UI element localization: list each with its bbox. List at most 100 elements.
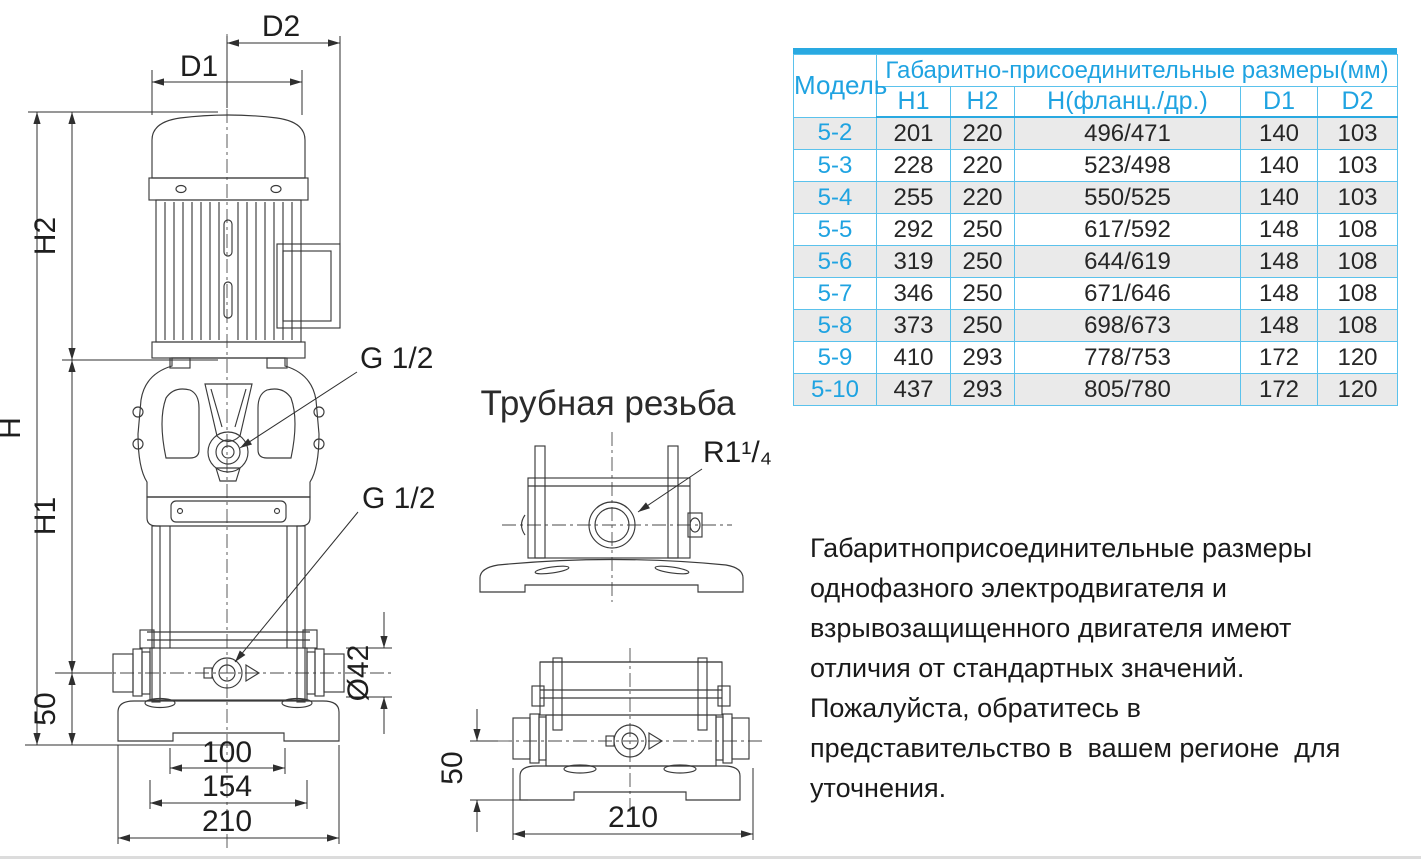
table-row: 5-2 201 220 496/471 140 103 — [793, 116, 1398, 150]
motor-fin-body — [155, 199, 302, 343]
pipe-thread-title: Трубная резьба — [480, 384, 736, 423]
cell-d1: 148 — [1240, 245, 1318, 278]
terminal-box — [276, 243, 341, 329]
pump-front-view-drawing: D2 D1 H H2 H1 50 G 1/2 G 1/2 Ø42 100 154… — [0, 10, 435, 852]
cell-h2: 250 — [950, 309, 1015, 342]
cell-h1: 437 — [876, 373, 951, 406]
cell-h: 523/498 — [1014, 149, 1241, 182]
base-plate — [117, 700, 340, 742]
cell-d1: 172 — [1240, 341, 1318, 374]
table-row: 5-5 292 250 617/592 148 108 — [793, 213, 1398, 246]
column-header-h-flange: Н(фланц./др.) — [1014, 86, 1241, 118]
cell-h2: 293 — [950, 341, 1015, 374]
cell-h1: 410 — [876, 341, 951, 374]
drain-leader-line — [234, 511, 359, 663]
table-row: Модель Габаритно-присоединительные разме… — [793, 54, 1398, 118]
cell-h2: 220 — [950, 116, 1015, 150]
cell-d2: 103 — [1317, 181, 1398, 214]
vent-plug — [207, 431, 249, 473]
dim-label-d1: D1 — [180, 50, 218, 83]
cell-h2: 250 — [950, 277, 1015, 310]
suction-port — [512, 717, 531, 760]
tie-rod — [552, 657, 563, 731]
cell-model: 5-9 — [793, 341, 877, 374]
table-top-accent-bar — [793, 48, 1397, 54]
table-row: 5-10 437 293 805/780 172 120 — [793, 373, 1398, 406]
cell-model: 5-7 — [793, 277, 877, 310]
tie-rod — [697, 657, 708, 731]
vent-leader-line — [239, 371, 358, 449]
dim-label-100: 100 — [202, 736, 252, 769]
cell-h1: 373 — [876, 309, 951, 342]
tie-rod — [667, 445, 679, 559]
dim-label-g12-drain: G 1/2 — [362, 482, 435, 515]
dim-label-dia42: Ø42 — [342, 645, 375, 702]
cell-h1: 319 — [876, 245, 951, 278]
dimensions-table: Модель Габаритно-присоединительные разме… — [793, 48, 1398, 406]
cell-d2: 103 — [1317, 116, 1398, 150]
cell-h1: 346 — [876, 277, 951, 310]
column-header-model: Модель — [793, 54, 887, 118]
cell-h1: 228 — [876, 149, 951, 182]
threaded-port — [588, 501, 636, 549]
dim-label-h1: H1 — [29, 497, 62, 535]
note-line: представительство в вашем регионе для — [810, 733, 1341, 763]
table-row: 5-6 319 250 644/619 148 108 — [793, 245, 1398, 278]
flow-arrow — [648, 731, 664, 751]
base-view-threaded-port — [479, 432, 744, 602]
cell-h: 644/619 — [1014, 245, 1241, 278]
column-header-d1: D1 — [1240, 86, 1318, 118]
cell-d2: 120 — [1317, 373, 1398, 406]
dim-label-r114: R1¹/₄ — [703, 436, 772, 469]
dim-label-50: 50 — [440, 751, 469, 784]
tie-rod-right — [296, 525, 306, 703]
dim-label-154: 154 — [202, 770, 252, 803]
table-row: 5-4 255 220 550/525 140 103 — [793, 181, 1398, 214]
head-window-left — [161, 388, 200, 459]
cell-model: 5-5 — [793, 213, 877, 246]
column-header-h2: H2 — [950, 86, 1015, 118]
column-header-h1: H1 — [876, 86, 951, 118]
cell-h2: 220 — [950, 149, 1015, 182]
cell-d1: 148 — [1240, 277, 1318, 310]
cell-model: 5-6 — [793, 245, 877, 278]
cell-d1: 148 — [1240, 309, 1318, 342]
cell-d1: 140 — [1240, 181, 1318, 214]
dim-label-210: 210 — [202, 805, 252, 838]
pump-body — [112, 525, 345, 742]
base-view-drain — [498, 648, 762, 816]
cell-d1: 140 — [1240, 149, 1318, 182]
r114-leader-line — [637, 468, 703, 513]
dim-label-h2: H2 — [29, 217, 62, 255]
group-header: Габаритно-присоединительные размеры(мм) — [876, 54, 1398, 87]
cell-model: 5-10 — [793, 373, 877, 406]
discharge-port — [323, 653, 345, 693]
cell-d1: 148 — [1240, 213, 1318, 246]
cell-d2: 103 — [1317, 149, 1398, 182]
cell-d2: 108 — [1317, 277, 1398, 310]
pipe-thread-views-drawing: Трубная резьба R1¹/₄ — [440, 384, 772, 840]
cell-model: 5-4 — [793, 181, 877, 214]
motor-note-paragraph: Габаритноприсоединительные размеры одноф… — [810, 528, 1370, 808]
cell-model: 5-2 — [793, 116, 877, 150]
note-line: Габаритноприсоединительные размеры — [810, 533, 1313, 563]
cell-h: 617/592 — [1014, 213, 1241, 246]
tie-rod — [534, 445, 546, 559]
cell-h2: 250 — [950, 245, 1015, 278]
base-plate — [519, 765, 741, 801]
table-row: H1 H2 Н(фланц./др.) D1 D2 — [794, 86, 1398, 118]
cell-h2: 293 — [950, 373, 1015, 406]
centerlines — [95, 34, 392, 852]
tie-rod-left — [151, 525, 161, 703]
cell-h2: 220 — [950, 181, 1015, 214]
cell-h: 778/753 — [1014, 341, 1241, 374]
cell-d1: 172 — [1240, 373, 1318, 406]
cell-d2: 108 — [1317, 213, 1398, 246]
page-bottom-divider — [0, 856, 1421, 859]
cell-h: 698/673 — [1014, 309, 1241, 342]
table-row: 5-8 373 250 698/673 148 108 — [793, 309, 1398, 342]
cell-h1: 255 — [876, 181, 951, 214]
base-plate — [479, 558, 744, 593]
cell-h1: 292 — [876, 213, 951, 246]
